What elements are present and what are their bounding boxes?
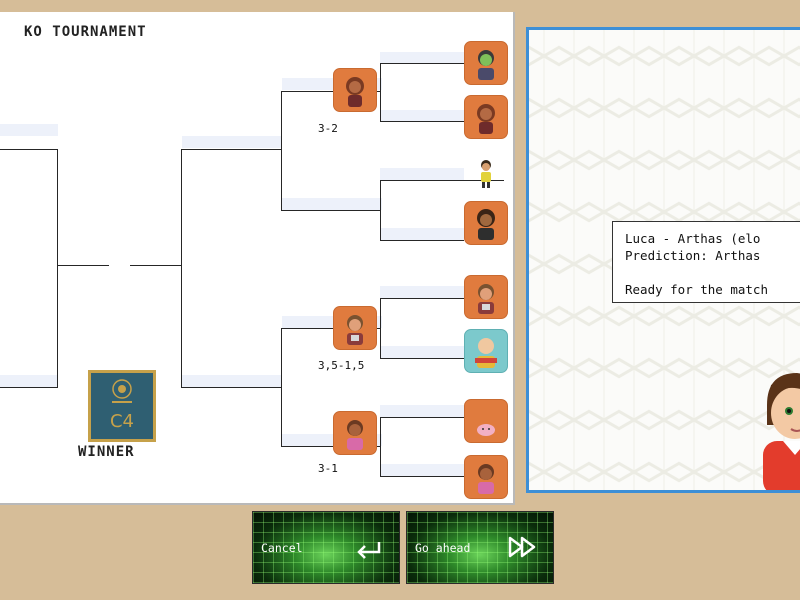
- bracket-line: [0, 387, 58, 388]
- coach-character: [763, 373, 800, 490]
- bracket-line: [380, 298, 381, 359]
- go-ahead-button[interactable]: Go ahead: [406, 511, 554, 584]
- player-avatar[interactable]: [333, 68, 377, 112]
- button-grid-texture: [253, 512, 399, 583]
- cancel-button[interactable]: Cancel: [252, 511, 400, 584]
- button-grid-texture: [407, 512, 553, 583]
- bracket-line: [0, 149, 58, 150]
- cancel-label: Cancel: [261, 541, 303, 555]
- bracket-line: [181, 149, 282, 150]
- bracket-slot: [282, 198, 382, 210]
- bracket-title: KO TOURNAMENT: [24, 24, 147, 40]
- bracket-slot: [182, 136, 282, 148]
- score-label: 3,5-1,5: [318, 359, 365, 372]
- player-avatar[interactable]: [464, 399, 508, 443]
- bracket-slot: [380, 286, 464, 298]
- bracket-line: [57, 149, 58, 388]
- player-avatar[interactable]: [464, 201, 508, 245]
- bracket-line: [281, 91, 282, 211]
- bracket-slot: [380, 228, 464, 240]
- bracket-slot: [0, 124, 58, 136]
- match-line: Luca - Arthas (elo: [625, 231, 761, 246]
- player-avatar[interactable]: [464, 151, 508, 195]
- bracket-line: [281, 446, 333, 447]
- bracket-line: [375, 91, 381, 92]
- bracket-line: [281, 91, 333, 92]
- bracket-slot: [380, 405, 464, 417]
- bracket-line: [380, 298, 464, 299]
- go-ahead-label: Go ahead: [415, 541, 471, 555]
- bracket-slot: [380, 464, 464, 476]
- bracket-panel: KO TOURNAMENT 3-2: [0, 12, 515, 505]
- bracket-line: [380, 180, 381, 241]
- score-label: 3-2: [318, 122, 338, 135]
- fast-forward-icon: [508, 536, 536, 558]
- winner-label: WINNER: [78, 444, 135, 460]
- bracket-line: [380, 417, 464, 418]
- player-avatar[interactable]: [333, 411, 377, 455]
- player-avatar[interactable]: [464, 329, 508, 373]
- bracket-line: [130, 265, 182, 266]
- bracket-line: [375, 328, 381, 329]
- bracket-line: [281, 210, 381, 211]
- bracket-line: [380, 476, 464, 477]
- bracket-line: [375, 446, 381, 447]
- bracket-line: [380, 358, 464, 359]
- bracket-line: [57, 265, 109, 266]
- trophy-label: C4: [109, 411, 135, 432]
- return-arrow-icon: [357, 542, 381, 559]
- bracket-line: [380, 63, 381, 122]
- bracket-slot: [182, 375, 282, 387]
- score-label: 3-1: [318, 462, 338, 475]
- bracket-line: [380, 121, 464, 122]
- bracket-line: [281, 328, 282, 447]
- player-avatar[interactable]: [464, 95, 508, 139]
- bracket-line: [380, 63, 464, 64]
- trophy-emblem-icon: [112, 379, 132, 403]
- player-avatar[interactable]: [464, 41, 508, 85]
- bracket-slot: [0, 375, 58, 387]
- bracket-slot: [380, 110, 464, 122]
- bracket-line: [181, 387, 282, 388]
- bracket-slot: [380, 346, 464, 358]
- bracket-line: [380, 240, 464, 241]
- bracket-line: [380, 180, 504, 181]
- bracket-slot: [380, 168, 464, 180]
- bracket-line: [181, 149, 182, 388]
- player-avatar[interactable]: [464, 455, 508, 499]
- player-avatar[interactable]: [333, 306, 377, 350]
- prediction-line: Prediction: Arthas: [625, 248, 761, 263]
- bracket-slot: [380, 52, 464, 64]
- trophy-card: C4: [88, 370, 156, 442]
- bracket-line: [281, 328, 333, 329]
- ready-line: Ready for the match: [625, 282, 768, 297]
- bracket-line: [380, 417, 381, 477]
- player-avatar[interactable]: [464, 275, 508, 319]
